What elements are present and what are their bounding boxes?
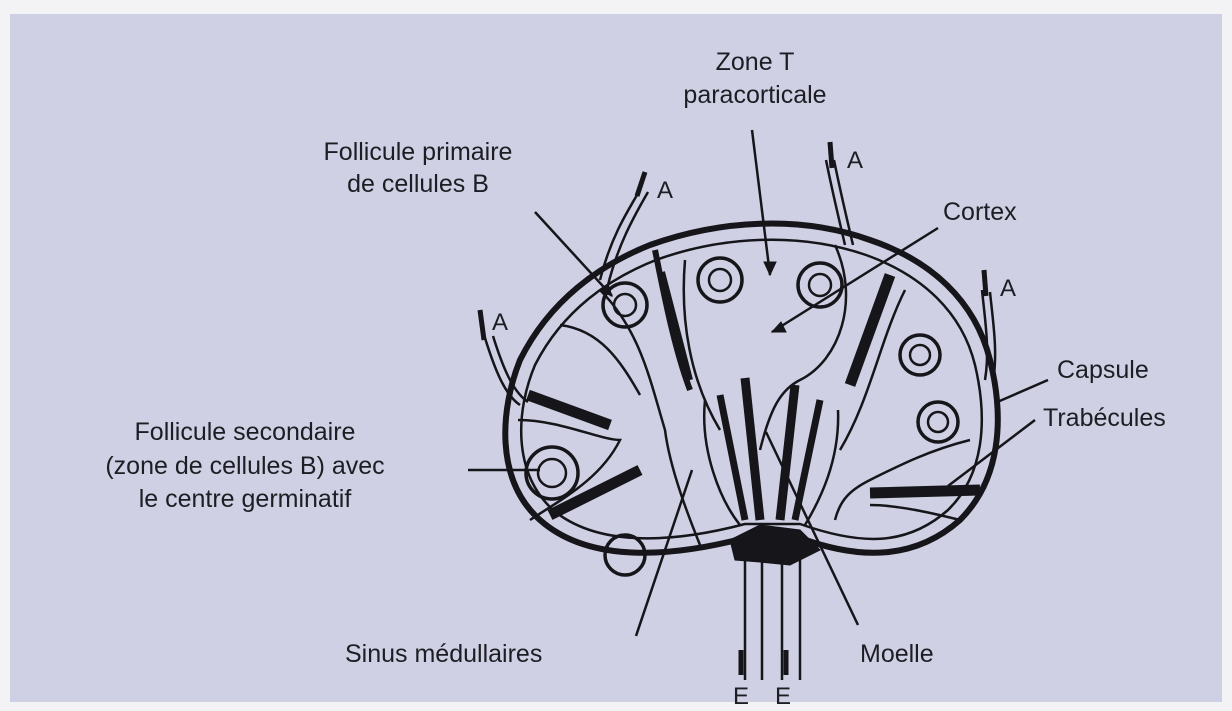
afferent-vessel-tip [984,270,986,296]
label-capsule: Capsule [1057,356,1149,384]
trabecule [870,490,980,493]
label-efferent: E [733,683,749,710]
label-follicule-secondaire-line2: (zone de cellules B) avec [105,452,384,480]
label-zone-t-line2: paracorticale [683,81,826,109]
label-follicule-primaire-line2: de cellules B [347,170,489,198]
label-follicule-primaire-line1: Follicule primaire [324,138,513,166]
label-afferent: A [492,309,508,336]
label-afferent: A [1000,275,1016,302]
label-cortex: Cortex [943,198,1017,226]
label-trabecules: Trabécules [1043,404,1166,432]
label-afferent: A [847,147,863,174]
label-afferent: A [657,177,673,204]
label-sinus: Sinus médullaires [345,640,542,668]
label-zone-t-line1: Zone T [716,48,795,76]
label-follicule-secondaire-line1: Follicule secondaire [135,418,356,446]
label-moelle: Moelle [860,640,934,668]
label-efferent: E [775,683,791,710]
afferent-vessel-tip [830,142,832,168]
label-follicule-secondaire-line3: le centre germinatif [139,485,352,513]
